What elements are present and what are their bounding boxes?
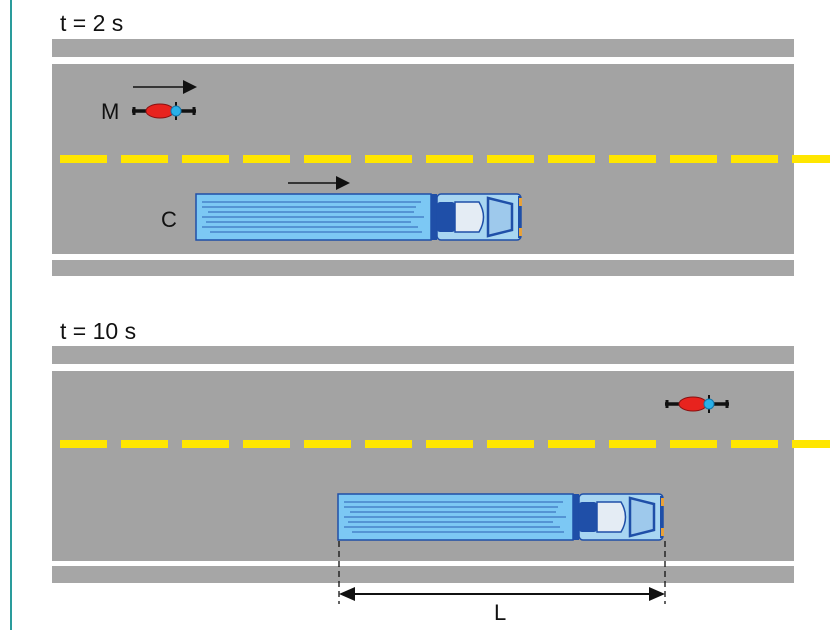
lane-dash bbox=[365, 155, 412, 163]
lane-dash bbox=[365, 440, 412, 448]
lane-dash bbox=[670, 440, 717, 448]
truck-label: C bbox=[161, 207, 177, 232]
lane-dash bbox=[487, 155, 534, 163]
motorcycle-label: M bbox=[101, 99, 120, 124]
lane-dash bbox=[121, 155, 168, 163]
top-shoulder-2 bbox=[52, 346, 794, 364]
time-label-1: t = 2 s bbox=[60, 10, 124, 36]
lane-dash bbox=[731, 155, 778, 163]
truck-icon-later bbox=[336, 492, 666, 542]
frame-rule bbox=[10, 0, 12, 630]
lane-dash bbox=[243, 440, 290, 448]
lane-dash bbox=[792, 155, 830, 163]
lane-dash bbox=[60, 155, 107, 163]
lane-dash bbox=[121, 440, 168, 448]
lane-dash bbox=[548, 440, 595, 448]
lane-dash bbox=[609, 440, 656, 448]
lane-dash bbox=[304, 155, 351, 163]
lane-dash bbox=[731, 440, 778, 448]
lane-marking-1 bbox=[60, 155, 830, 163]
top-shoulder-1 bbox=[52, 39, 794, 57]
lane-dash bbox=[670, 155, 717, 163]
lane-dash bbox=[182, 440, 229, 448]
bottom-shoulder-1 bbox=[52, 260, 794, 276]
lane-marking-2 bbox=[60, 440, 830, 448]
motorcycle-icon-later bbox=[663, 393, 731, 415]
lane-dash bbox=[304, 440, 351, 448]
dimension-label: L bbox=[494, 600, 507, 625]
lane-dash bbox=[548, 155, 595, 163]
motorcycle-icon bbox=[130, 100, 198, 122]
lane-dash bbox=[487, 440, 534, 448]
lane-dash bbox=[182, 155, 229, 163]
lane-dash bbox=[243, 155, 290, 163]
bottom-shoulder-2 bbox=[52, 566, 794, 583]
lane-dash bbox=[792, 440, 830, 448]
motorcycle-velocity-arrow bbox=[133, 80, 197, 94]
truck-velocity-arrow bbox=[288, 176, 350, 190]
lane-dash bbox=[426, 155, 473, 163]
time-label-2: t = 10 s bbox=[60, 318, 137, 344]
dimension-line bbox=[338, 541, 666, 604]
lane-dash bbox=[60, 440, 107, 448]
lane-dash bbox=[609, 155, 656, 163]
truck-icon bbox=[194, 192, 524, 242]
lane-dash bbox=[426, 440, 473, 448]
